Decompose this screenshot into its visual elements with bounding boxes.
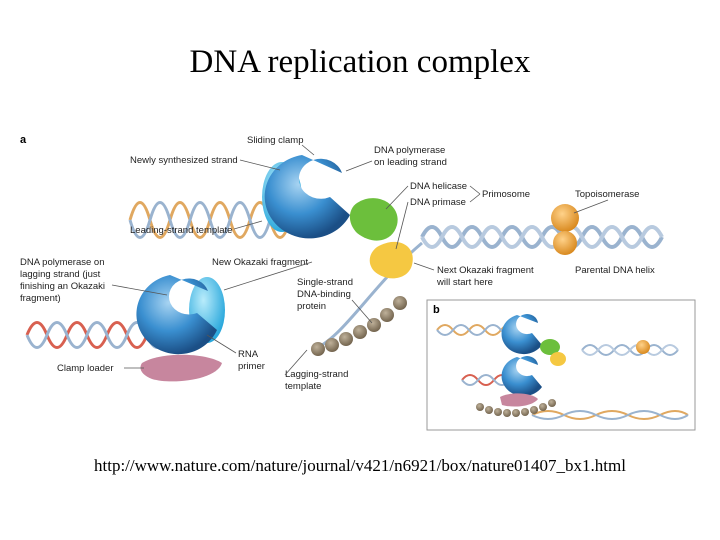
- label-pol-leading-1: DNA polymerase: [374, 145, 445, 156]
- dna-replication-figure: a: [12, 125, 702, 435]
- label-sliding-clamp: Sliding clamp: [247, 135, 304, 146]
- label-primase: DNA primase: [410, 197, 466, 208]
- panel-b-label: b: [433, 304, 440, 316]
- label-pol-leading-2: on leading strand: [374, 157, 447, 168]
- inset-panel-b: b: [427, 300, 695, 430]
- label-ssb-1: Single-strand: [297, 277, 353, 288]
- label-primosome: Primosome: [482, 189, 530, 200]
- label-pol-lagging-3: finishing an Okazaki: [20, 281, 105, 292]
- lagging-polymerase: [136, 275, 225, 354]
- panel-a-label: a: [20, 134, 27, 146]
- label-newly-synthesized-strand: Newly synthesized strand: [130, 155, 238, 166]
- clamp-loader: [140, 355, 222, 382]
- source-url: http://www.nature.com/nature/journal/v42…: [0, 456, 720, 476]
- label-next-okazaki-1: Next Okazaki fragment: [437, 265, 534, 276]
- label-pol-lagging-2: lagging strand (just: [20, 269, 101, 280]
- label-rna-2: primer: [238, 361, 265, 372]
- label-next-okazaki-2: will start here: [436, 277, 493, 288]
- dna-primase: [370, 242, 413, 279]
- label-new-okazaki: New Okazaki fragment: [212, 257, 308, 268]
- label-clamp-loader: Clamp loader: [57, 363, 114, 374]
- label-leading-template: Leading-strand template: [130, 225, 232, 236]
- label-rna-1: RNA: [238, 349, 259, 360]
- leading-polymerase: [262, 155, 350, 238]
- label-ssb-3: protein: [297, 301, 326, 312]
- label-lagging-template-1: Lagging-strand: [285, 369, 348, 380]
- label-parental-helix: Parental DNA helix: [575, 265, 655, 276]
- label-pol-lagging-1: DNA polymerase on: [20, 257, 104, 268]
- label-topoisomerase: Topoisomerase: [575, 189, 639, 200]
- parental-dna-helix: [422, 227, 662, 247]
- label-ssb-2: DNA-binding: [297, 289, 351, 300]
- label-lagging-template-2: template: [285, 381, 321, 392]
- slide-title: DNA replication complex: [0, 44, 720, 81]
- label-helicase: DNA helicase: [410, 181, 467, 192]
- label-pol-lagging-4: fragment): [20, 293, 61, 304]
